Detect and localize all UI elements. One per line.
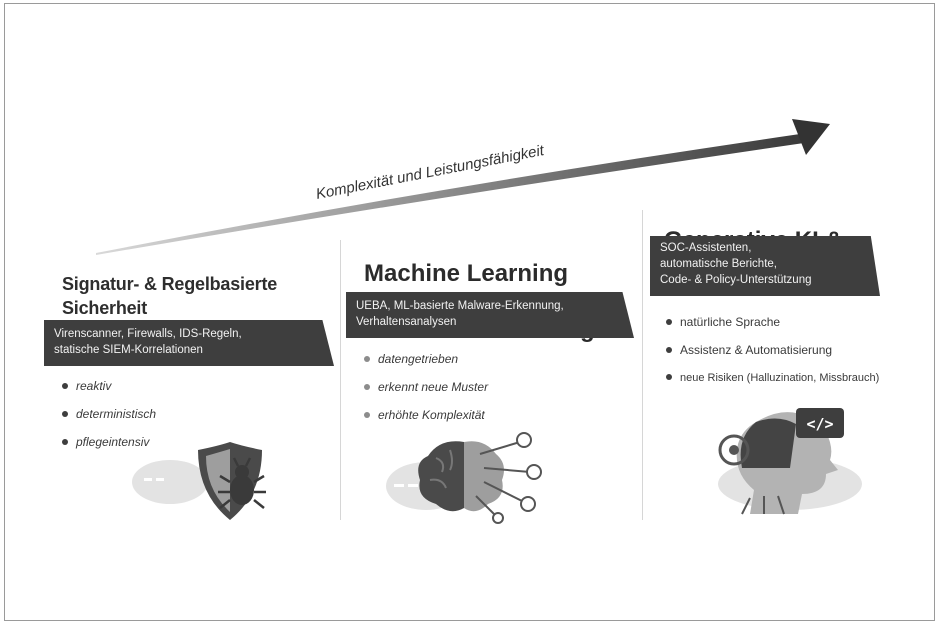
tag-line: UEBA, ML-basierte Malware-Erkennung, — [356, 300, 564, 312]
column-tag: Virenscanner, Firewalls, IDS-Regeln, sta… — [44, 320, 334, 366]
column-tag: UEBA, ML-basierte Malware-Erkennung, Ver… — [346, 292, 634, 338]
divider — [642, 210, 643, 520]
list-item: erhöhte Komplexität — [364, 405, 488, 433]
column-tag: SOC-Assistenten, automatische Berichte, … — [650, 236, 880, 296]
list-item: neue Risiken (Halluzination, Missbrauch) — [666, 368, 879, 396]
tag-line: Verhaltensanalysen — [356, 316, 457, 328]
list-item: Assistenz & Automatisierung — [666, 340, 879, 368]
list-item: datengetrieben — [364, 349, 488, 377]
list-item: deterministisch — [62, 404, 156, 432]
column-title: Signatur- & Regelbasierte Sicherheit — [62, 274, 278, 318]
tag-line: Virenscanner, Firewalls, IDS-Regeln, — [54, 328, 242, 340]
arrow-shaft — [96, 134, 804, 255]
robot-head-icon: </> — [718, 408, 862, 515]
points-list: reaktiv deterministisch pflegeintensiv — [62, 376, 156, 460]
tag-line: Code- & Policy-Unterstützung — [660, 274, 812, 286]
tag-line: statische SIEM-Korrelationen — [54, 344, 203, 356]
list-item: pflegeintensiv — [62, 432, 156, 460]
divider — [340, 240, 341, 520]
figure-frame — [4, 3, 935, 621]
points-list: datengetrieben erkennt neue Muster erhöh… — [364, 349, 488, 433]
arrow-head — [792, 119, 830, 155]
points-list: natürliche Sprache Assistenz & Automatis… — [666, 312, 879, 396]
tag-line: SOC-Assistenten, — [660, 242, 752, 254]
list-item: reaktiv — [62, 376, 156, 404]
brain-network-icon — [386, 432, 542, 524]
list-item: erkennt neue Muster — [364, 377, 488, 405]
tag-line: automatische Berichte, — [660, 258, 777, 270]
shield-bug-icon — [132, 442, 266, 520]
code-symbol: </> — [806, 415, 833, 433]
list-item: natürliche Sprache — [666, 312, 879, 340]
